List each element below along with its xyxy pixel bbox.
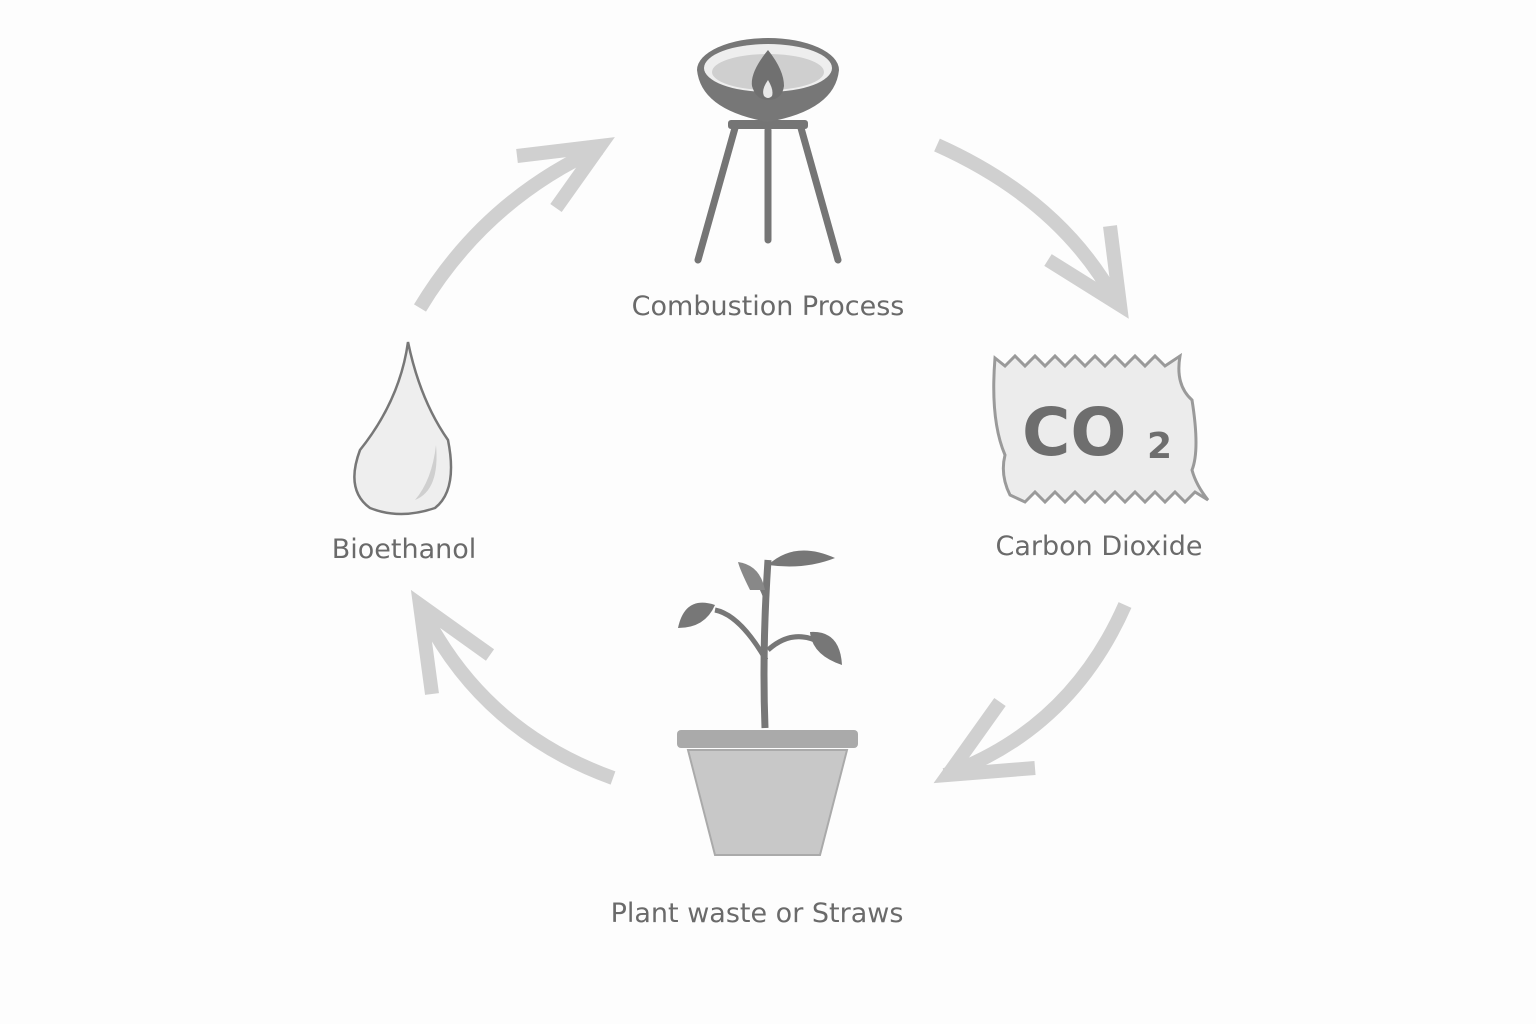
label-bioethanol: Bioethanol [331, 534, 477, 565]
arrow-combustion-to-co2 [934, 138, 1129, 319]
co2-subscript: 2 [1147, 426, 1172, 467]
label-carbon-dioxide: Carbon Dioxide [995, 531, 1203, 562]
burner-icon [694, 38, 842, 264]
label-combustion-process: Combustion Process [631, 291, 905, 322]
co2-symbol: CO [1022, 394, 1127, 471]
arrow-plant-to-bioethanol [410, 589, 616, 785]
label-plant-waste: Plant waste or Straws [610, 898, 904, 929]
cycle-arrows [410, 137, 1132, 785]
flame-icon [751, 50, 784, 100]
droplet-icon [353, 341, 453, 516]
co2-badge-icon: CO 2 [992, 352, 1210, 505]
arrow-bioethanol-to-combustion [414, 137, 615, 312]
arrow-co2-to-plant [933, 602, 1132, 784]
leaf-icon [768, 550, 835, 567]
plant-pot-icon [677, 550, 858, 856]
